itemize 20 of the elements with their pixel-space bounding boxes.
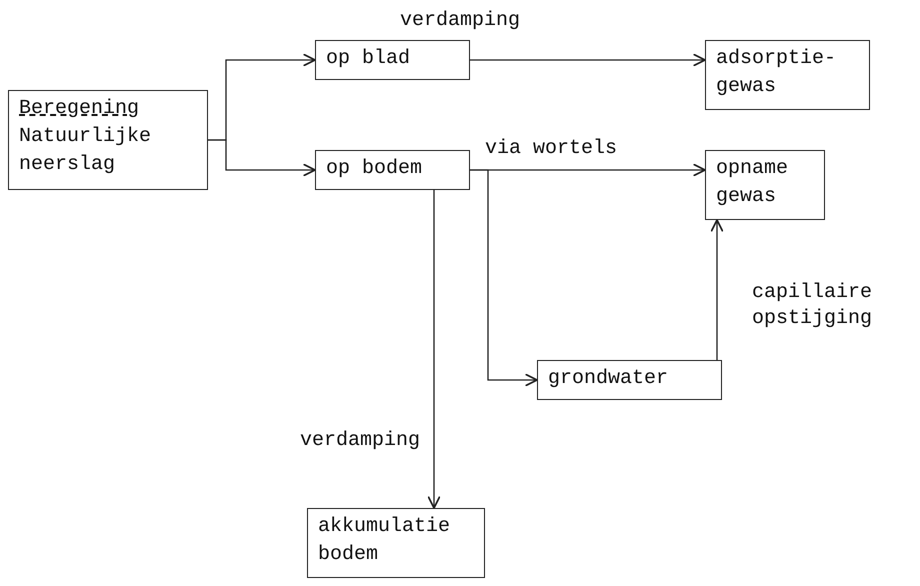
arrow: [470, 169, 538, 387]
box-text: Natuurlijke neerslag: [19, 124, 152, 178]
box-text: op blad: [326, 46, 412, 72]
process-box: [307, 508, 485, 578]
process-box: [315, 40, 470, 80]
arrow: [470, 53, 706, 67]
process-box: [315, 150, 470, 190]
arrow: [208, 139, 316, 177]
box-text: akkumulatie bodem: [318, 514, 452, 568]
process-box: [8, 90, 208, 190]
box-text: grondwater: [548, 366, 670, 392]
box-text: adsorptie- gewas: [716, 46, 838, 100]
process-box: [705, 40, 870, 110]
arrow: [710, 219, 724, 360]
box-text: Beregening: [19, 96, 140, 122]
process-box: [705, 150, 825, 220]
box-text: opname gewas: [716, 156, 790, 210]
arrow: [427, 190, 441, 509]
box-text: op bodem: [326, 156, 424, 182]
process-box: [537, 360, 722, 400]
